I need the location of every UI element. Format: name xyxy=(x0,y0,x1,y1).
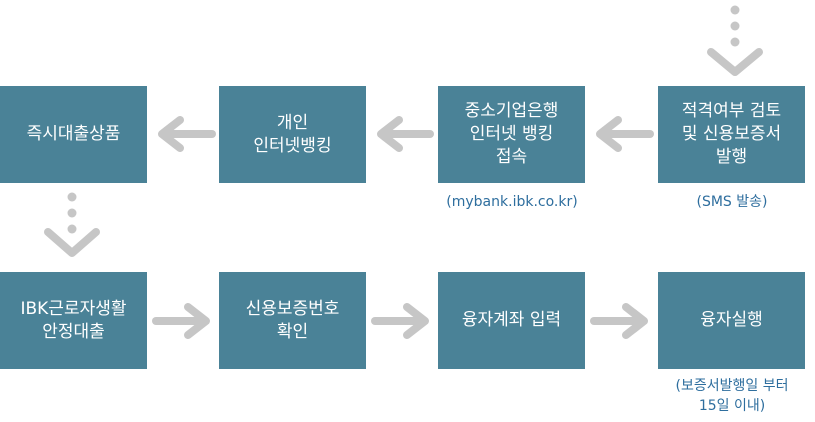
step-guarantee-number-box: 신용보증번호 확인 xyxy=(219,272,366,369)
url-note: (mybank.ibk.co.kr) xyxy=(446,194,578,210)
step-eligibility-label: 적격여부 검토 및 신용보증서 발행 xyxy=(681,101,782,167)
step-loan-account-box: 융자계좌 입력 xyxy=(438,272,585,369)
step-bank-access-box: 중소기업은행 인터넷 뱅킹 접속 xyxy=(438,86,585,183)
period-note: (보증서발행일 부터 15일 이내) xyxy=(675,378,789,414)
sms-note: (SMS 발송) xyxy=(696,194,768,210)
step-bank-access-label: 중소기업은행 인터넷 뱅킹 접속 xyxy=(464,101,559,167)
step-eligibility-box: 적격여부 검토 및 신용보증서 발행 xyxy=(658,86,805,183)
step-personal-banking-box: 개인 인터넷뱅킹 xyxy=(219,86,366,183)
step-loan-execution-label: 융자실행 xyxy=(700,310,763,330)
step-loan-account-label: 융자계좌 입력 xyxy=(461,310,562,330)
step-guarantee-number-label: 신용보증번호 확인 xyxy=(245,298,340,342)
step-instant-loan-label: 즉시대출상품 xyxy=(26,124,121,144)
step-loan-product-label: IBK근로자생활 안정대출 xyxy=(20,298,127,342)
step-loan-product-box: IBK근로자생활 안정대출 xyxy=(0,272,147,369)
step-instant-loan-box: 즉시대출상품 xyxy=(0,86,147,183)
step-loan-execution-box: 융자실행 xyxy=(658,272,805,369)
step-personal-banking-label: 개인 인터넷뱅킹 xyxy=(253,112,332,156)
